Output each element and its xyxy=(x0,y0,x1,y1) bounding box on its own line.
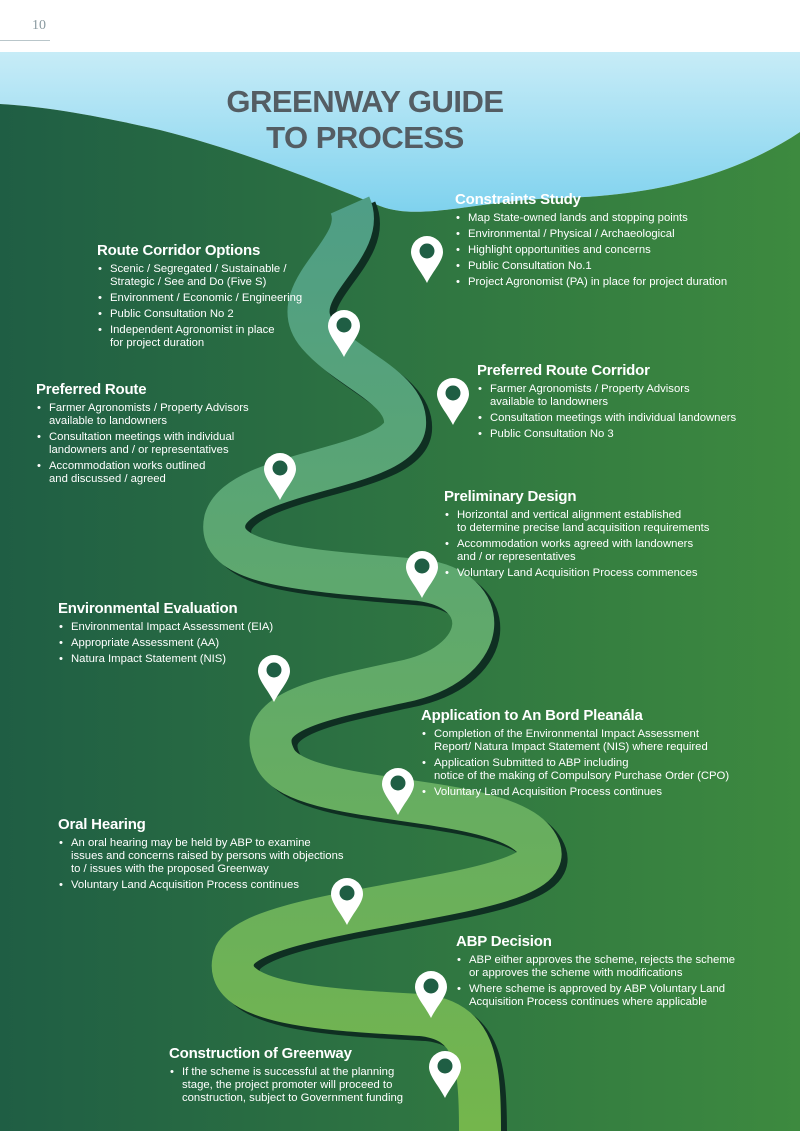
stage-item: Voluntary Land Acquisition Process comme… xyxy=(444,567,764,580)
stage-item: Farmer Agronomists / Property Advisors a… xyxy=(477,383,777,409)
stage-item-list: ABP either approves the scheme, rejects … xyxy=(456,954,776,1009)
stage-item: Natura Impact Statement (NIS) xyxy=(58,653,308,666)
page-number: 10 xyxy=(32,18,46,33)
stage-oral-hearing: Oral Hearing An oral hearing may be held… xyxy=(58,815,388,895)
location-pin-icon xyxy=(328,310,360,357)
stage-heading: Environmental Evaluation xyxy=(58,600,238,617)
stage-item: Independent Agronomist in place for proj… xyxy=(97,324,337,350)
stage-item: Environment / Economic / Engineering xyxy=(97,292,337,305)
stage-item-list: Farmer Agronomists / Property Advisors a… xyxy=(477,383,777,441)
stage-item: Voluntary Land Acquisition Process conti… xyxy=(58,879,388,892)
stage-heading: Construction of Greenway xyxy=(169,1045,352,1062)
stage-item: Appropriate Assessment (AA) xyxy=(58,637,308,650)
stage-route-corridor-options: Route Corridor Options Scenic / Segregat… xyxy=(97,241,337,353)
stage-item: Project Agronomist (PA) in place for pro… xyxy=(455,276,785,289)
greenway-road xyxy=(203,196,562,1131)
location-pin-icon xyxy=(415,971,447,1018)
stage-heading: Preliminary Design xyxy=(444,488,577,505)
stage-heading: Preferred Route xyxy=(36,381,147,398)
stage-environmental-evaluation: Environmental Evaluation Environmental I… xyxy=(58,599,308,669)
stage-heading: Route Corridor Options xyxy=(97,242,261,259)
stage-preferred-route-corridor: Preferred Route Corridor Farmer Agronomi… xyxy=(477,361,777,444)
stage-item-list: An oral hearing may be held by ABP to ex… xyxy=(58,837,388,892)
stage-item: Highlight opportunities and concerns xyxy=(455,244,785,257)
stage-item: If the scheme is successful at the plann… xyxy=(169,1066,439,1105)
stage-item-list: Map State-owned lands and stopping point… xyxy=(455,212,785,289)
stage-item: Accommodation works agreed with landowne… xyxy=(444,538,764,564)
stage-item: ABP either approves the scheme, rejects … xyxy=(456,954,776,980)
stage-preliminary-design: Preliminary Design Horizontal and vertic… xyxy=(444,487,764,583)
stage-item: Where scheme is approved by ABP Voluntar… xyxy=(456,983,776,1009)
stage-heading: Oral Hearing xyxy=(58,816,146,833)
stage-item: Farmer Agronomists / Property Advisors a… xyxy=(36,402,276,428)
stage-item: Application Submitted to ABP including n… xyxy=(421,757,791,783)
stage-item: An oral hearing may be held by ABP to ex… xyxy=(58,837,388,876)
stage-preferred-route: Preferred Route Farmer Agronomists / Pro… xyxy=(36,380,276,489)
stage-item-list: Completion of the Environmental Impact A… xyxy=(421,728,791,799)
stage-item: Public Consultation No.1 xyxy=(455,260,785,273)
stage-item-list: Scenic / Segregated / Sustainable / Stra… xyxy=(97,263,337,350)
location-pin-icon xyxy=(258,655,290,702)
sky xyxy=(0,52,800,212)
stage-application-to-abp: Application to An Bord Pleanála Completi… xyxy=(421,706,791,802)
stage-item: Voluntary Land Acquisition Process conti… xyxy=(421,786,791,799)
location-pin-icon xyxy=(411,236,443,283)
page-title-line-2: TO PROCESS xyxy=(266,120,464,155)
stage-item-list: Environmental Impact Assessment (EIA) App… xyxy=(58,621,308,666)
page-title-line-1: GREENWAY GUIDE xyxy=(226,84,504,119)
stage-item-list: If the scheme is successful at the plann… xyxy=(169,1066,439,1105)
stage-item: Map State-owned lands and stopping point… xyxy=(455,212,785,225)
stage-heading: Preferred Route Corridor xyxy=(477,362,650,379)
location-pin-icon xyxy=(437,378,469,425)
stage-heading: ABP Decision xyxy=(456,933,552,950)
stage-item: Public Consultation No 2 xyxy=(97,308,337,321)
stage-item: Consultation meetings with individual la… xyxy=(36,431,276,457)
location-pin-icon xyxy=(429,1051,461,1098)
location-pin-icon xyxy=(406,551,438,598)
stage-item: Accommodation works outlined and discuss… xyxy=(36,460,276,486)
stage-item-list: Farmer Agronomists / Property Advisors a… xyxy=(36,402,276,486)
stage-heading: Application to An Bord Pleanála xyxy=(421,707,643,724)
page-number-rule xyxy=(0,40,50,41)
stage-constraints-study: Constraints Study Map State-owned lands … xyxy=(455,190,785,292)
location-pin-icon xyxy=(382,768,414,815)
stage-item: Horizontal and vertical alignment establ… xyxy=(444,509,764,535)
page-title: GREENWAY GUIDE TO PROCESS xyxy=(190,84,540,156)
stage-item: Environmental Impact Assessment (EIA) xyxy=(58,621,308,634)
stage-item: Public Consultation No 3 xyxy=(477,428,777,441)
stage-item: Consultation meetings with individual la… xyxy=(477,412,777,425)
stage-item-list: Horizontal and vertical alignment establ… xyxy=(444,509,764,580)
stage-item: Completion of the Environmental Impact A… xyxy=(421,728,791,754)
stage-item: Scenic / Segregated / Sustainable / Stra… xyxy=(97,263,337,289)
stage-construction-of-greenway: Construction of Greenway If the scheme i… xyxy=(169,1044,439,1108)
stage-heading: Constraints Study xyxy=(455,191,581,208)
stage-item: Environmental / Physical / Archaeologica… xyxy=(455,228,785,241)
stage-abp-decision: ABP Decision ABP either approves the sch… xyxy=(456,932,776,1012)
